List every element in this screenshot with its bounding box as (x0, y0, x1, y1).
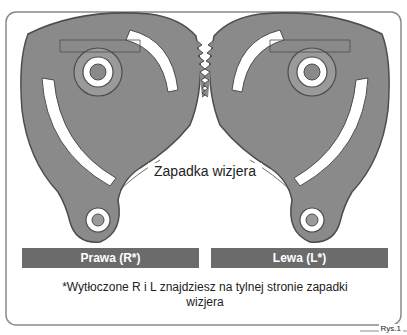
band-label: Prawa (R*) (80, 251, 140, 265)
right-ratchet (21, 13, 208, 242)
figure-number: Rys.1 (379, 324, 403, 334)
frame (6, 12, 401, 325)
side-band: Lewa (L*) (211, 248, 388, 268)
band-label: Lewa (L*) (273, 251, 326, 265)
left-ratchet (202, 13, 389, 242)
side-band: Prawa (R*) (22, 248, 199, 268)
part-label: Zapadka wizjera (148, 163, 262, 180)
footnote: *Wytłoczone R i L znajdziesz na tylnej s… (55, 280, 355, 310)
